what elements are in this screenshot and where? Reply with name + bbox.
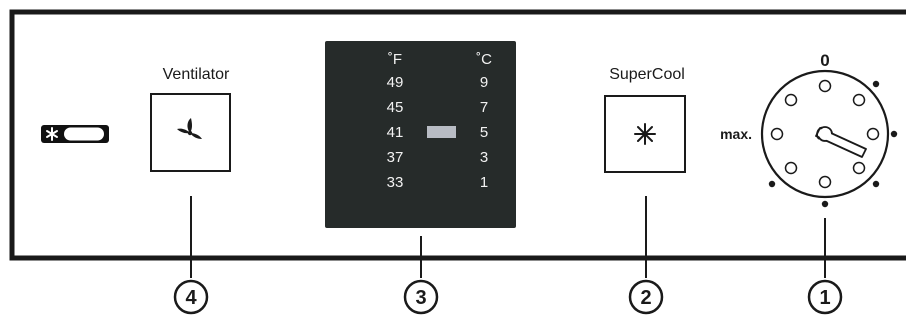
celsius-value: 3 bbox=[480, 149, 488, 166]
dial-top-label: 0 bbox=[820, 51, 829, 70]
callout-circle-2 bbox=[628, 279, 664, 315]
callout-label-3: 3 bbox=[415, 287, 426, 309]
temperature-display bbox=[325, 41, 516, 228]
celsius-value: 9 bbox=[480, 74, 488, 91]
celsius-value: 1 bbox=[480, 174, 488, 191]
dial-max-label: max. bbox=[720, 126, 752, 142]
ventilator-label: Ventilator bbox=[163, 66, 230, 83]
snowflake-icon bbox=[634, 123, 656, 145]
fahrenheit-value: 45 bbox=[387, 99, 404, 116]
supercool-label: SuperCool bbox=[609, 66, 685, 83]
callout-label-2: 2 bbox=[640, 287, 651, 309]
celsius-value: 7 bbox=[480, 99, 488, 116]
dial-marker-dots bbox=[768, 80, 898, 208]
fahrenheit-value: 33 bbox=[387, 174, 404, 191]
callout-circle-3 bbox=[403, 279, 439, 315]
callout-circle-1 bbox=[807, 279, 843, 315]
unit-fahrenheit: ˚F bbox=[388, 51, 402, 68]
callout-label-4: 4 bbox=[185, 287, 197, 309]
panel-frame bbox=[9, 9, 906, 261]
fan-icon bbox=[177, 118, 202, 139]
callout-label-1: 1 bbox=[819, 287, 830, 309]
fahrenheit-value: 41 bbox=[387, 124, 404, 141]
callout-circle-4 bbox=[173, 279, 209, 315]
temperature-dial[interactable] bbox=[760, 69, 890, 199]
current-setting-marker bbox=[427, 126, 456, 138]
fahrenheit-value: 49 bbox=[387, 74, 404, 91]
fahrenheit-value: 37 bbox=[387, 149, 404, 166]
dial-knob-icon[interactable] bbox=[815, 126, 867, 158]
celsius-value: 5 bbox=[480, 124, 488, 141]
snowflake-indicator-icon bbox=[41, 125, 109, 143]
unit-celsius: ˚C bbox=[476, 51, 492, 68]
